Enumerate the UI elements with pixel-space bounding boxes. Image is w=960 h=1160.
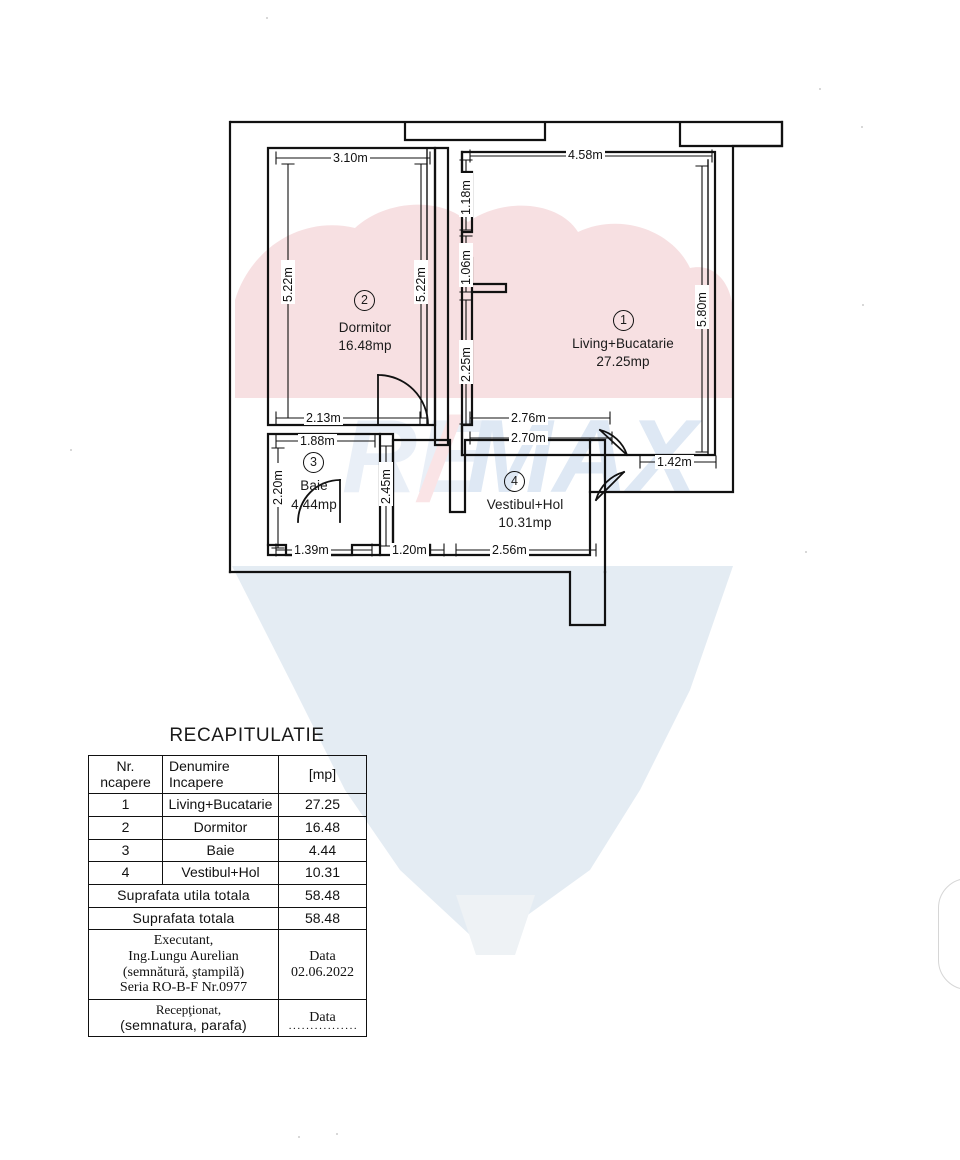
dimension-2-13m: 2.13m <box>304 411 343 425</box>
dimension-1-06m: 1.06m <box>459 243 473 287</box>
dimension-2-25m: 2.25m <box>459 340 473 384</box>
receptionat-line1: Recepţionat, <box>155 1002 222 1018</box>
recapitulatie-title: RECAPITULATIE <box>169 725 325 746</box>
room-number-badge-1: 1 <box>613 310 634 331</box>
total-label-totala: Suprafata totala <box>88 906 279 931</box>
room-name-living: Living+Bucatarie <box>572 336 674 351</box>
executant-date-value: 02.06.2022 <box>291 964 354 980</box>
room-number-badge-3: 3 <box>303 452 324 473</box>
room-area-baie: 4.44mp <box>291 497 337 512</box>
cell-mp: 16.48 <box>278 816 367 840</box>
balloon-basket <box>456 895 535 955</box>
table-total-row: Suprafata utila totala 58.48 <box>88 884 367 908</box>
header-nr-incapere: Nr. ncapere <box>88 754 163 795</box>
executant-date-block: Data 02.06.2022 <box>278 929 367 1001</box>
total-value-utila: 58.48 <box>278 884 367 908</box>
receptionat-dots: ................ <box>288 1019 359 1032</box>
scan-speck <box>861 126 863 128</box>
room-area-dormitor: 16.48mp <box>338 338 392 353</box>
outer-wall-bottom <box>228 570 607 627</box>
table-row: 2 Dormitor 16.48 <box>88 816 367 840</box>
partition-mid <box>433 146 450 447</box>
dimension-1-20m: 1.20m <box>390 543 429 557</box>
receptionat-block: Recepţionat, (semnatura, parafa) <box>88 999 279 1038</box>
header-nr-line1: Nr. <box>116 758 135 774</box>
scan-speck <box>298 1136 300 1138</box>
room-area-living: 27.25mp <box>596 354 650 369</box>
recapitulatie-table: Nr. ncapere Denumire Incapere [mp] 1 Liv… <box>88 754 367 1038</box>
dimension-1-39m: 1.39m <box>292 543 331 557</box>
executant-row: Executant, Ing.Lungu Aurelian (semnătură… <box>88 929 367 1001</box>
executant-line1: Executant, <box>153 933 214 949</box>
header-name-line1: Denumire <box>169 758 230 774</box>
cell-name: Dormitor <box>162 816 279 840</box>
dimension-2-70m: 2.70m <box>509 431 548 445</box>
dimension-5-22m-left: 5.22m <box>281 260 295 304</box>
scan-speck <box>266 17 268 19</box>
header-denumire-incapere: Denumire Incapere <box>162 754 279 795</box>
outer-wall-top <box>230 120 784 148</box>
table-total-row: Suprafata totala 58.48 <box>88 906 367 931</box>
vestibul-entry-jamb <box>588 438 607 494</box>
cell-name: Baie <box>162 838 279 863</box>
receptionat-line2: (semnatura, parafa) <box>120 1016 247 1033</box>
table-row: 3 Baie 4.44 <box>88 838 367 863</box>
dimension-2-20m: 2.20m <box>271 463 285 507</box>
room-number-badge-2: 2 <box>354 290 375 311</box>
room-living-walls <box>460 150 717 457</box>
recapitulatie-block: RECAPITULATIE Nr. ncapere Denumire Incap… <box>88 725 378 1038</box>
dimension-lines <box>271 149 717 557</box>
cell-nr: 4 <box>88 861 163 886</box>
dimension-2-56m: 2.56m <box>490 543 529 557</box>
room-number-badge-4: 4 <box>504 471 525 492</box>
executant-date-label: Data <box>309 949 336 965</box>
dimension-2-45m: 2.45m <box>379 462 393 506</box>
executant-block: Executant, Ing.Lungu Aurelian (semnătură… <box>88 929 279 1001</box>
cell-mp: 27.25 <box>278 793 367 818</box>
dimension-1-42m: 1.42m <box>655 455 694 469</box>
room-name-vestibul: Vestibul+Hol <box>486 497 564 512</box>
cell-mp: 4.44 <box>278 838 367 863</box>
floor-plan-drawing <box>228 120 784 627</box>
room-name-baie: Baie <box>300 478 328 493</box>
vestibul-door2-leaf <box>594 470 626 502</box>
receptionat-date-block: Data ................ <box>278 999 367 1038</box>
executant-line3: (semnătură, ştampilă) <box>122 964 245 980</box>
cell-mp: 10.31 <box>278 861 367 886</box>
cell-name: Vestibul+Hol <box>162 861 279 886</box>
edge-rounded-shape <box>938 878 960 990</box>
scan-speck <box>70 449 72 451</box>
room-area-vestibul: 10.31mp <box>498 515 552 530</box>
cell-nr: 1 <box>88 793 163 818</box>
table-row: 4 Vestibul+Hol 10.31 <box>88 861 367 886</box>
dimension-2-76m: 2.76m <box>509 411 548 425</box>
table-row: 1 Living+Bucatarie 27.25 <box>88 793 367 818</box>
receptionat-date-label: Data <box>309 1010 336 1026</box>
receptionat-row: Recepţionat, (semnatura, parafa) Data ..… <box>88 999 367 1038</box>
scan-speck <box>336 1133 338 1135</box>
room-name-dormitor: Dormitor <box>338 320 392 335</box>
total-label-utila: Suprafata utila totala <box>88 884 279 908</box>
dimension-1-88m: 1.88m <box>298 434 337 448</box>
cell-nr: 3 <box>88 838 163 863</box>
scan-speck <box>862 304 864 306</box>
header-nr-line2: ncapere <box>100 773 151 790</box>
executant-line4: Seria RO-B-F Nr.0977 <box>119 980 248 996</box>
total-value-totala: 58.48 <box>278 906 367 931</box>
header-name-line2: Incapere <box>169 773 224 790</box>
dimension-1-18m: 1.18m <box>459 173 473 217</box>
executant-line2: Ing.Lungu Aurelian <box>128 949 239 965</box>
dimension-4-58m: 4.58m <box>566 148 605 162</box>
scan-speck <box>805 551 807 553</box>
table-header-row: Nr. ncapere Denumire Incapere [mp] <box>88 754 367 795</box>
dimension-5-80m: 5.80m <box>695 285 709 329</box>
dimension-5-22m-right: 5.22m <box>414 260 428 304</box>
scan-speck <box>819 88 821 90</box>
cell-nr: 2 <box>88 816 163 840</box>
cell-name: Living+Bucatarie <box>162 793 279 818</box>
header-unit-mp: [mp] <box>278 754 367 795</box>
dimension-3-10m: 3.10m <box>331 151 370 165</box>
